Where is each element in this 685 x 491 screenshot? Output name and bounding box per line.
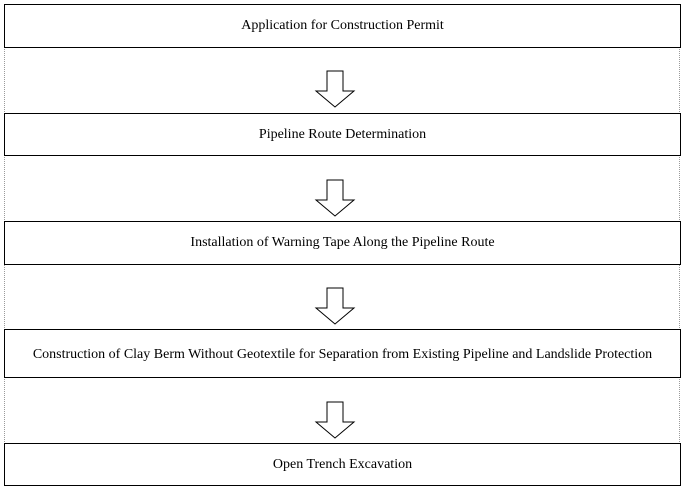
- step-installation-of-warning-tape: Installation of Warning Tape Along the P…: [4, 221, 681, 265]
- step-application-for-construction-permit: Application for Construction Permit: [4, 4, 681, 48]
- down-arrow-icon: [314, 287, 356, 325]
- down-arrow-icon: [314, 70, 356, 108]
- step-open-trench-excavation: Open Trench Excavation: [4, 443, 681, 486]
- down-arrow-icon: [314, 179, 356, 217]
- step-construction-of-clay-berm: Construction of Clay Berm Without Geotex…: [4, 329, 681, 378]
- step-label: Application for Construction Permit: [241, 18, 444, 33]
- step-label: Pipeline Route Determination: [258, 126, 427, 142]
- step-label: Open Trench Excavation: [272, 456, 413, 472]
- step-label: Construction of Clay Berm Without Geotex…: [32, 346, 653, 362]
- step-label: Installation of Warning Tape Along the P…: [190, 235, 495, 250]
- down-arrow-icon: [314, 401, 356, 439]
- step-pipeline-route-determination: Pipeline Route Determination: [4, 113, 681, 156]
